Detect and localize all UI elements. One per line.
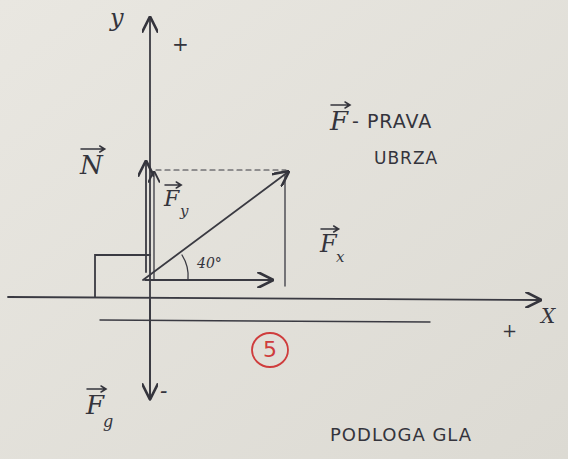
circled-number: 5 — [250, 330, 290, 370]
force-label: 40° — [197, 256, 222, 270]
force-label: X — [541, 306, 555, 326]
projection-line — [284, 175, 285, 286]
force-label: N — [80, 152, 103, 178]
handwritten-note: - PRAVA — [352, 112, 432, 131]
fx-arrow — [145, 279, 272, 281]
force-label: F — [330, 108, 348, 134]
force-label: F — [86, 392, 104, 418]
normal-force-arrow — [145, 162, 147, 272]
handwritten-note: UBRZA — [374, 150, 438, 167]
fy-arrow — [153, 172, 154, 280]
angle-arc — [182, 255, 188, 280]
x-axis — [8, 297, 540, 300]
force-label: y — [180, 204, 188, 219]
gravity-arrow — [149, 300, 151, 398]
force-label: + — [502, 322, 517, 340]
force-arrow — [143, 172, 288, 280]
force-label: y — [110, 6, 124, 30]
force-label: x — [336, 250, 344, 265]
y-axis — [149, 18, 151, 400]
dashed-line — [156, 169, 286, 170]
force-label: g — [103, 414, 113, 430]
force-label: - — [160, 380, 167, 402]
force-label: F — [320, 232, 337, 256]
force-label: F — [164, 188, 179, 210]
vector-marks — [81, 102, 350, 392]
block — [95, 255, 150, 297]
callout-number: 5 — [250, 330, 290, 361]
force-label: + — [172, 34, 189, 54]
handwritten-note: PODLOGA GLA — [330, 426, 472, 444]
